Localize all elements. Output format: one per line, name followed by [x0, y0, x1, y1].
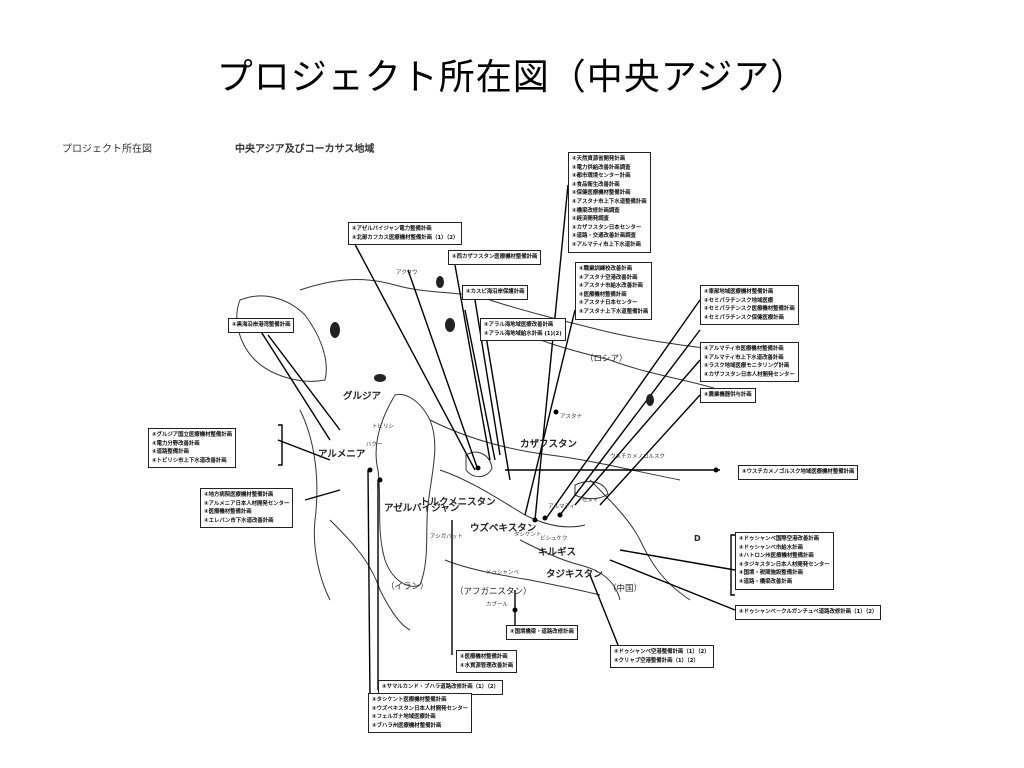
leader-21	[619, 549, 736, 571]
black-sea-coast	[236, 295, 327, 382]
label-kyrgyz: キルギス	[538, 547, 577, 558]
leader-15	[267, 334, 341, 431]
leader-9	[407, 269, 479, 471]
label-iran: （イラン）	[386, 582, 429, 592]
label-aktau: アクタウ	[396, 270, 418, 276]
marker-east	[713, 467, 719, 473]
leader-17	[304, 489, 341, 501]
leader-6	[599, 394, 701, 506]
label-semey: セメイ	[582, 498, 599, 504]
leader-8	[349, 234, 476, 471]
label-russia: （ロシア）	[585, 354, 628, 364]
leader-5	[574, 359, 701, 506]
slide-title: プロジェクト所在図（中央アジア）	[216, 57, 808, 98]
iran-border	[329, 519, 411, 631]
leader-22	[609, 559, 736, 611]
label-azerbaijan: アゼルバイジャン	[384, 503, 460, 514]
project-box-central-single: ④西カザフスタン医療機材整備計画	[448, 250, 542, 265]
figure-header-left: プロジェクト所在図	[62, 144, 152, 155]
label-ashgabat: アシガバット	[430, 534, 463, 540]
project-box-afghan-bottom: ④国境橋梁・道路改修計画	[506, 625, 578, 640]
leader-14	[259, 329, 331, 441]
marker-west	[377, 477, 383, 483]
island-3	[436, 276, 444, 288]
label-kabul: カブール	[486, 602, 509, 608]
leader-11	[464, 309, 496, 461]
island-4	[445, 318, 455, 332]
leader-18	[367, 469, 371, 701]
label-bishkek: ビシュケク	[540, 536, 568, 542]
island-5	[646, 394, 654, 406]
project-box-tj-single: ④ドゥシャンベ－クルガンチュベ道路改修計画（1）（2）	[735, 605, 882, 620]
project-box-az-small: ④カスピ海沿岸保護計画	[462, 285, 529, 300]
leader-2	[524, 309, 576, 516]
label-d-mark: D	[694, 534, 701, 543]
leader-10	[454, 264, 491, 461]
leader-13	[484, 329, 511, 481]
label-china: （中国）	[608, 584, 643, 594]
marker-astana	[553, 409, 559, 415]
label-astana: アスタナ	[560, 414, 583, 420]
marker-kz-1	[532, 517, 538, 523]
marker-kz-3	[557, 512, 563, 518]
marker-baku	[367, 467, 373, 473]
label-turkmenistan: トルクメニスタン	[420, 497, 496, 508]
project-box-right-line: ④ウスチカメノゴルスク地域医療機材整備計画	[738, 465, 859, 480]
marker-aral	[475, 465, 481, 471]
label-kazakhstan: カザフスタン	[520, 439, 578, 450]
label-tashkent: タシケント	[514, 532, 542, 538]
label-tajikistan: タジキスタン	[546, 569, 603, 580]
marker-afghan	[512, 607, 518, 613]
project-box-east-single: ④農業機器供与計画	[700, 388, 756, 403]
label-baku: バクー	[366, 442, 383, 448]
label-tbilisi: トビリシ	[372, 424, 395, 430]
label-ustkamen: ウスチカメノゴルスク	[610, 454, 666, 460]
caspian-coast	[375, 393, 436, 587]
label-dushanbe: ドゥシャンベ	[486, 570, 520, 576]
label-almaty: アルマティ	[548, 504, 576, 510]
project-box-left-single: ④黒海沿岸港湾整備計画	[228, 318, 295, 333]
figure-header-mid: 中央アジア及びコーカサス地域	[235, 144, 375, 155]
label-georgia: グルジア	[343, 391, 382, 402]
left-coast	[299, 409, 331, 601]
afghan-border	[444, 559, 601, 596]
leader-12	[474, 299, 501, 456]
project-box-tj-bottom: ④ドゥシャンベ空港整備計画（1）（2）④クリャブ空港整備計画（1）（2）	[610, 645, 714, 669]
leader-23	[589, 574, 621, 651]
aral-sea	[465, 451, 493, 477]
marker-kz-2	[542, 515, 548, 521]
leader-16	[277, 439, 331, 461]
island-2	[374, 374, 386, 382]
bracket-right	[730, 534, 735, 596]
leader-4	[559, 329, 701, 516]
island-1	[330, 322, 340, 338]
label-armenia: アルメニア	[318, 449, 366, 460]
leader-3	[544, 299, 701, 521]
label-uzbek: ウズベキスタン	[470, 523, 537, 534]
north-border	[299, 279, 721, 351]
label-afghanistan: （アフガニスタン）	[455, 587, 532, 597]
leader-1	[534, 184, 569, 521]
bracket-left	[278, 424, 283, 466]
tj-border	[519, 539, 621, 601]
